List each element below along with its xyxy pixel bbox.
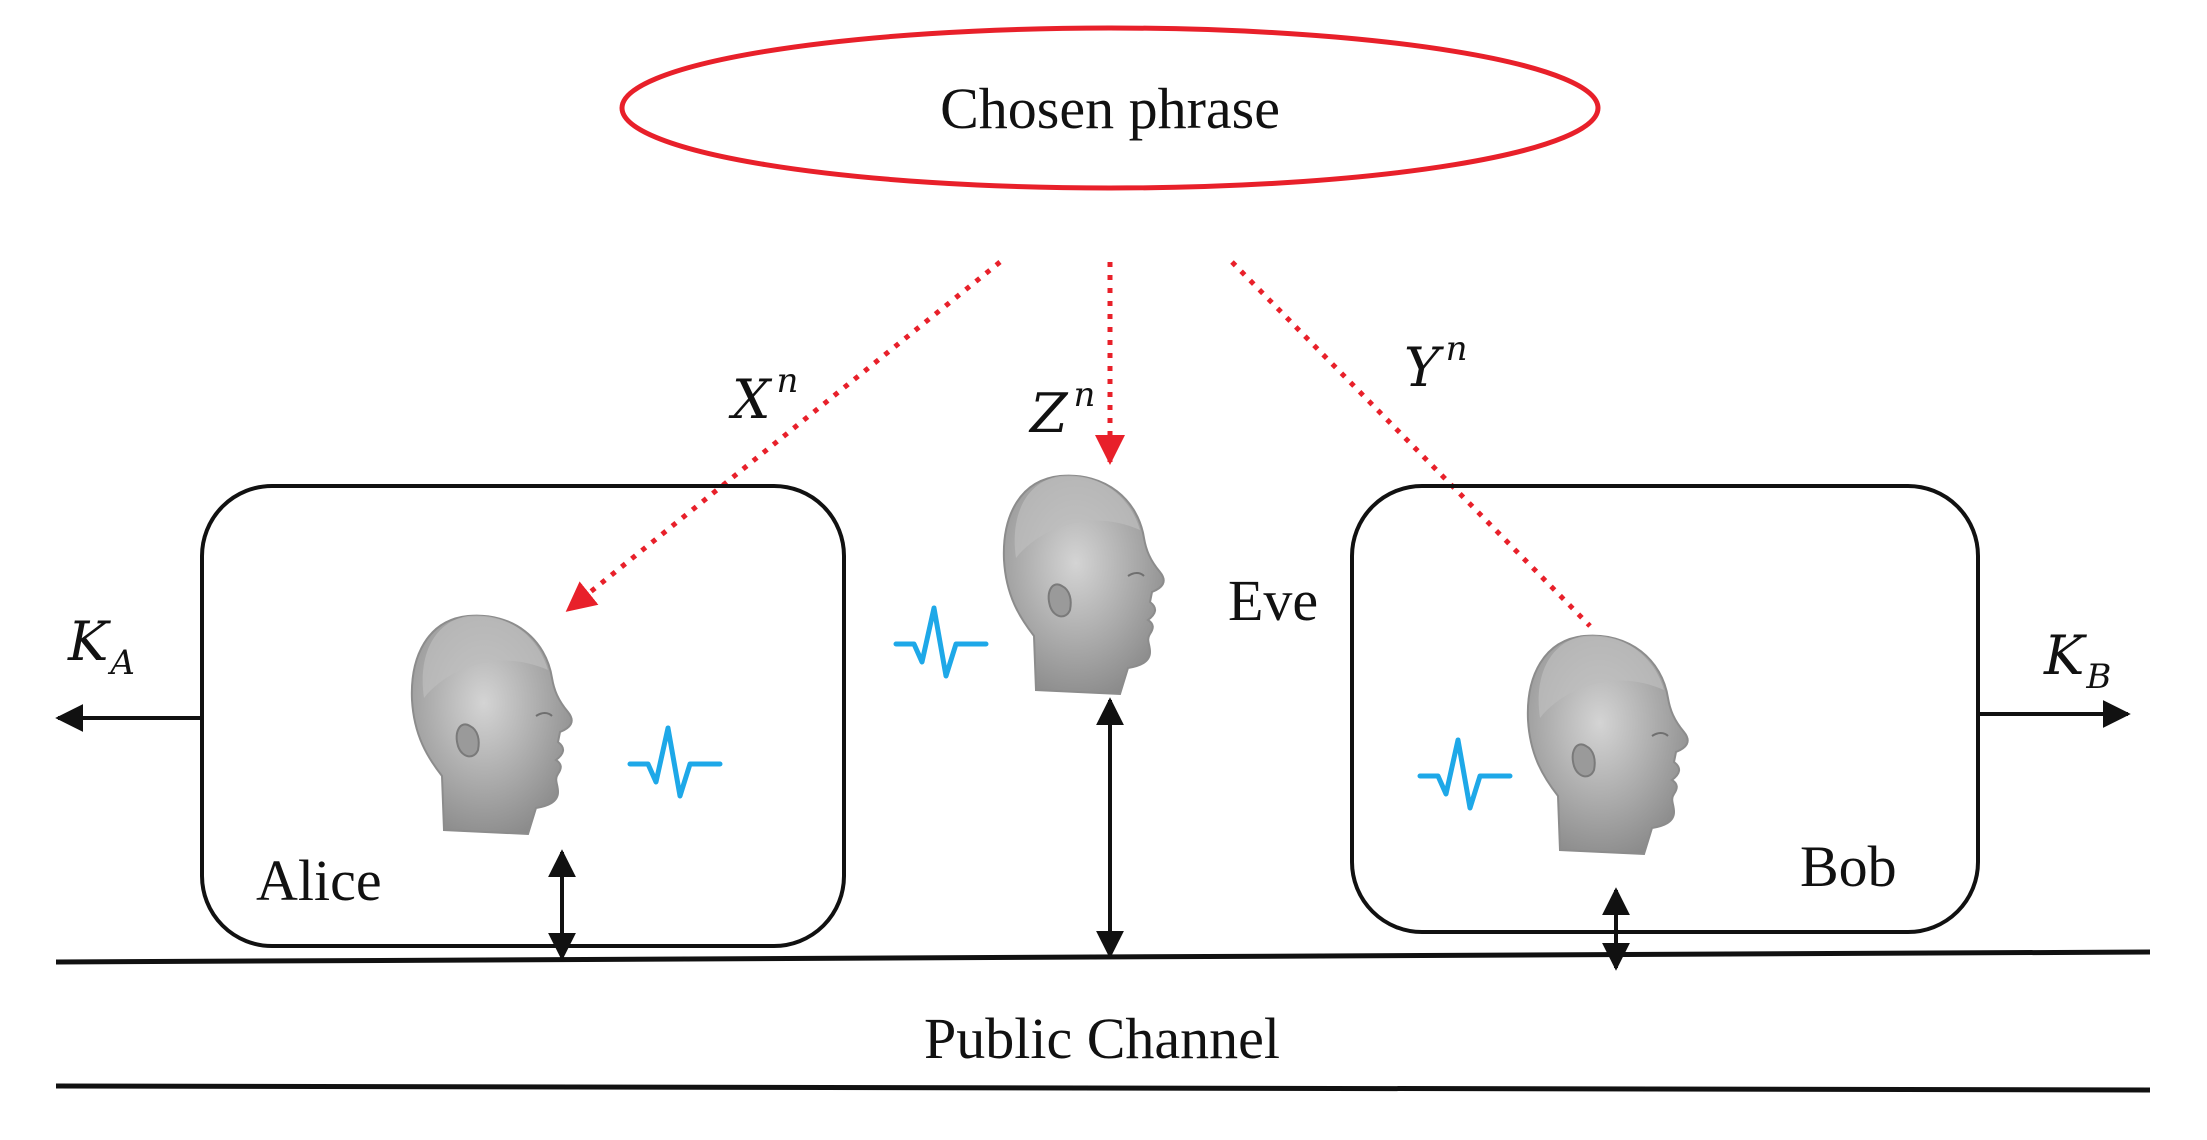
human-head-profile-icon	[410, 614, 573, 835]
alice-label: Alice	[256, 848, 382, 913]
voice-waveform-icon	[896, 608, 986, 676]
alice-key-output: KA	[55, 610, 202, 732]
link-to-alice	[565, 260, 1002, 612]
channel-top-line	[55, 949, 2151, 965]
chosen-phrase-ellipse	[619, 25, 1601, 191]
svg-text:Zn: Zn	[1028, 375, 1095, 445]
public-channel-label: Public Channel	[924, 1006, 1280, 1071]
z-superscript: n	[1074, 375, 1096, 415]
ka-subscript: A	[107, 643, 135, 683]
z-symbol: Z	[1028, 382, 1069, 445]
voice-waveform-icon	[630, 728, 720, 796]
channel-bottom-line	[55, 1083, 2151, 1093]
observation-links	[565, 260, 1592, 628]
eve-node: Eve	[896, 474, 1318, 695]
bob-key-output: KB	[1978, 624, 2131, 728]
chosen-phrase-source: Chosen phrase	[619, 25, 1601, 191]
ka-symbol: K	[67, 610, 111, 673]
x-superscript: n	[776, 361, 798, 401]
public-channel: Public Channel	[55, 949, 2151, 1093]
bob-box	[1350, 484, 1980, 934]
alice-node: Alice	[200, 484, 846, 948]
x-symbol: X	[728, 368, 773, 431]
svg-text:KB: KB	[2043, 624, 2111, 697]
y-superscript: n	[1446, 329, 1468, 369]
human-head-profile-icon	[1526, 634, 1689, 855]
eve-label: Eve	[1228, 568, 1318, 633]
bob-label: Bob	[1800, 834, 1897, 899]
svg-text:KA: KA	[67, 610, 135, 683]
bob-node: Bob	[1350, 484, 1980, 934]
kb-symbol: K	[2043, 624, 2087, 687]
kb-subscript: B	[2085, 657, 2111, 697]
chosen-phrase-label: Chosen phrase	[940, 76, 1280, 141]
human-head-profile-icon	[1002, 474, 1165, 695]
svg-text:Yn: Yn	[1404, 329, 1468, 399]
voice-waveform-icon	[1420, 740, 1510, 808]
y-symbol: Y	[1404, 336, 1444, 399]
channel-access-arrows	[548, 697, 1630, 971]
svg-text:Xn: Xn	[728, 361, 798, 431]
